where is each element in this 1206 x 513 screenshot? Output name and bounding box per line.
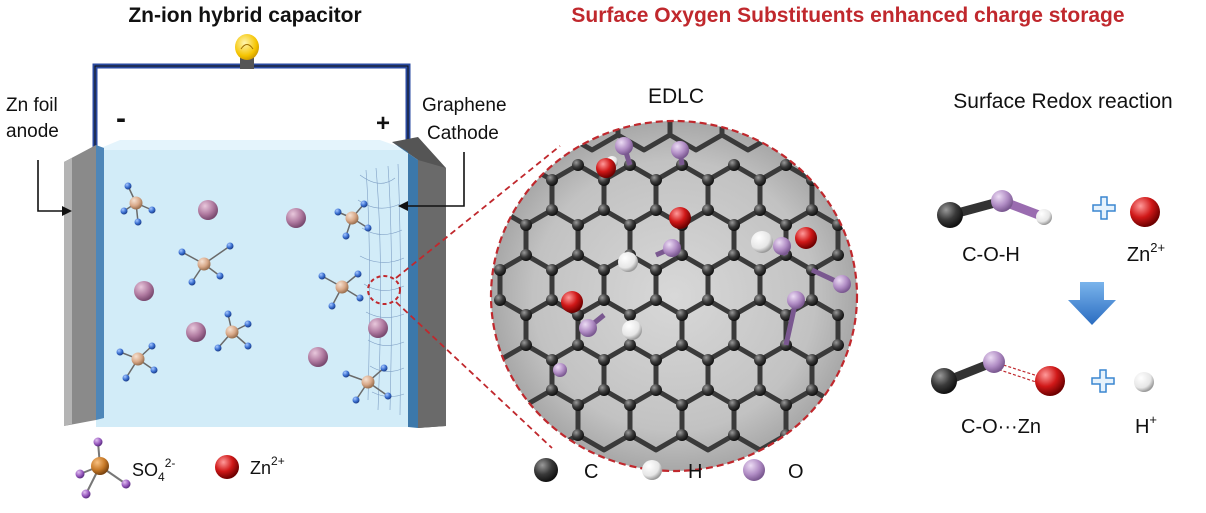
minus-sign: -: [116, 102, 126, 135]
ion-legend: SO42- Zn2+: [75, 437, 285, 499]
product-h-label: H+: [1135, 412, 1157, 438]
zoom-source-circle: [367, 275, 401, 305]
carbon-legend-icon: [534, 458, 558, 482]
external-wire: [92, 63, 411, 150]
sulfate-ions: [116, 182, 392, 404]
coh-molecule-icon: [937, 190, 1052, 228]
zoom-lens-border: [489, 119, 859, 473]
cathode-label-line1: Graphene: [422, 95, 507, 116]
zoom-line-bottom: [395, 301, 553, 449]
cathode-label-line2: Cathode: [427, 123, 499, 144]
hydrogen-legend-icon: [642, 460, 662, 480]
h-ion-icon: [1134, 372, 1154, 392]
plus-icon-2: [1091, 369, 1115, 393]
light-bulb-icon: [235, 34, 259, 69]
capacitor-cell: - + Zn foil anode Graphene Cathode: [6, 34, 561, 449]
zn-ion-icon: [1130, 197, 1160, 227]
sulfate-legend-icon: [75, 437, 131, 499]
edlc-label: EDLC: [648, 85, 704, 108]
anode-label-line2: anode: [6, 121, 59, 142]
zinc-ions: [134, 200, 388, 367]
carbon-legend-label: C: [584, 461, 598, 483]
redox-reaction: Surface Redox reaction C-O-H Zn2+: [931, 90, 1173, 438]
product-cozn-label: C-O···Zn: [961, 416, 1041, 438]
right-title: Surface Oxygen Substituents enhanced cha…: [571, 4, 1124, 27]
anode-label-line1: Zn foil: [6, 95, 58, 116]
reactant-zn-label: Zn2+: [1127, 240, 1165, 266]
redox-title: Surface Redox reaction: [953, 90, 1172, 113]
oxygen-legend-icon: [743, 459, 765, 481]
atom-legend: C H O: [534, 458, 804, 483]
electrolyte: [96, 150, 408, 427]
zoom-line-top: [395, 145, 561, 279]
cathode-pointer-arrow: [404, 152, 465, 207]
reaction-arrow-icon: [1068, 282, 1116, 325]
zinc-legend-label: Zn2+: [250, 454, 285, 478]
plus-sign: +: [376, 110, 390, 137]
sulfate-legend-label: SO42-: [132, 456, 175, 484]
hydrogen-legend-label: H: [688, 461, 702, 483]
co-zn-molecule-icon: [931, 351, 1065, 396]
plus-icon: [1092, 196, 1116, 220]
magnified-graphene-view: [489, 119, 859, 473]
reactant-coh-label: C-O-H: [962, 244, 1020, 266]
zinc-legend-icon: [215, 455, 239, 479]
left-title: Zn-ion hybrid capacitor: [128, 4, 361, 27]
oxygen-legend-label: O: [788, 461, 804, 483]
anode-pointer-arrow: [37, 160, 68, 212]
